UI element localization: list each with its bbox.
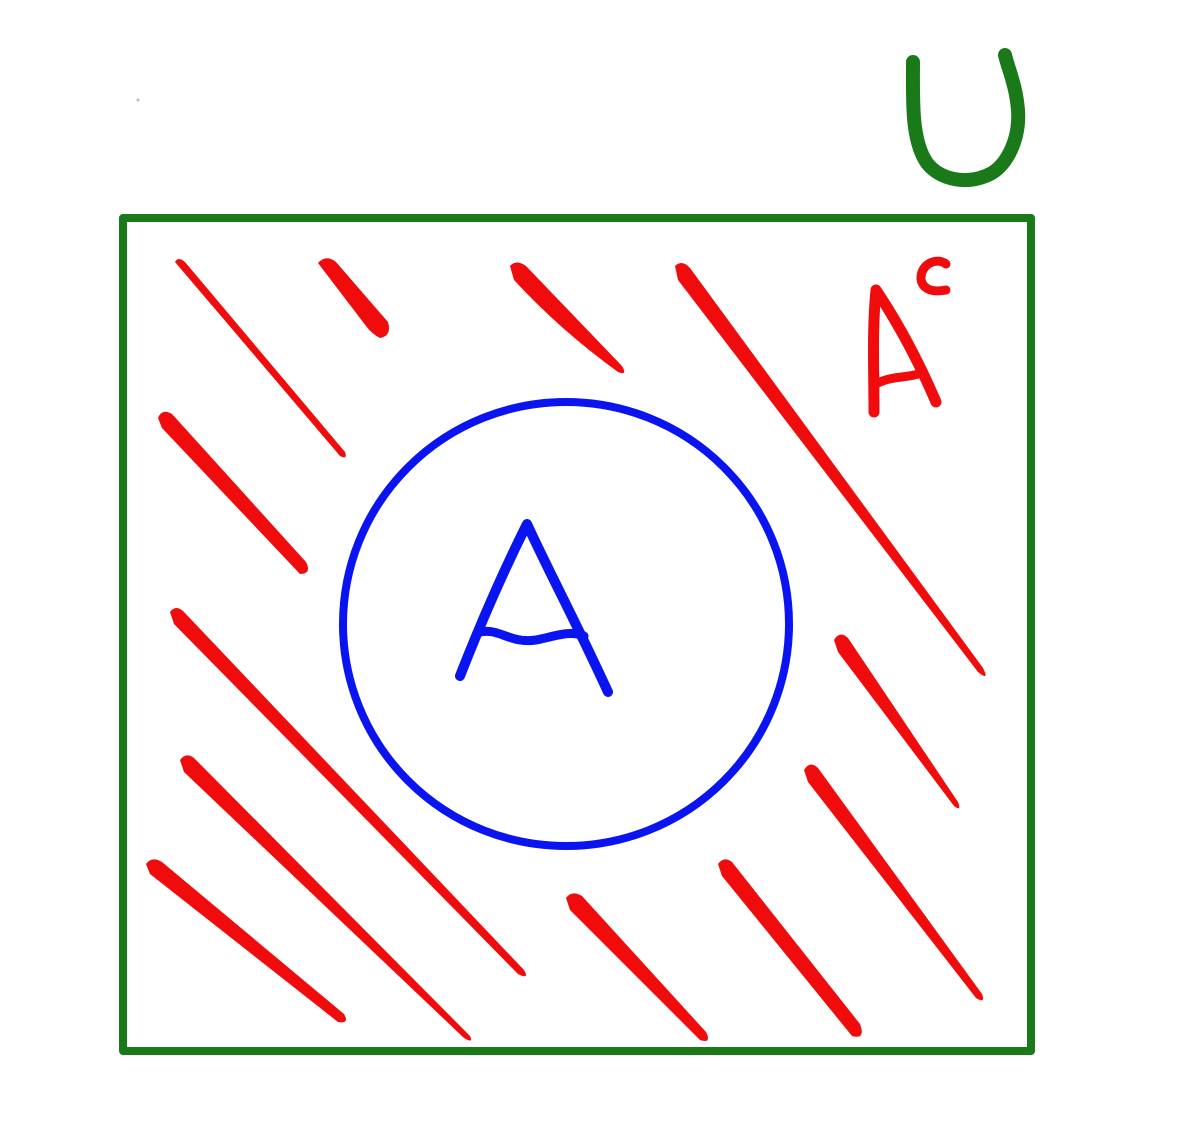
hatch-stroke: [180, 755, 472, 1041]
hatch-stroke: [675, 262, 986, 677]
hatch-stroke: [804, 764, 984, 1001]
hatch-stroke: [834, 634, 960, 809]
complement-hatching: [146, 258, 986, 1041]
hatch-stroke: [566, 893, 708, 1041]
universe-label: U: [905, 48, 1026, 187]
stray-dot: [136, 98, 140, 102]
universe-rectangle: [119, 214, 1035, 1055]
hatch-stroke: [158, 411, 308, 574]
hatch-stroke: [510, 262, 625, 374]
set-a-circle: [339, 398, 793, 850]
hatch-stroke: [146, 859, 346, 1023]
hatch-stroke: [318, 258, 389, 338]
hatch-stroke: [718, 859, 862, 1037]
hatch-stroke: [170, 608, 526, 977]
complement-label: A c: [868, 256, 951, 418]
set-a-label: A: [455, 519, 613, 697]
hatch-stroke: [175, 259, 346, 458]
